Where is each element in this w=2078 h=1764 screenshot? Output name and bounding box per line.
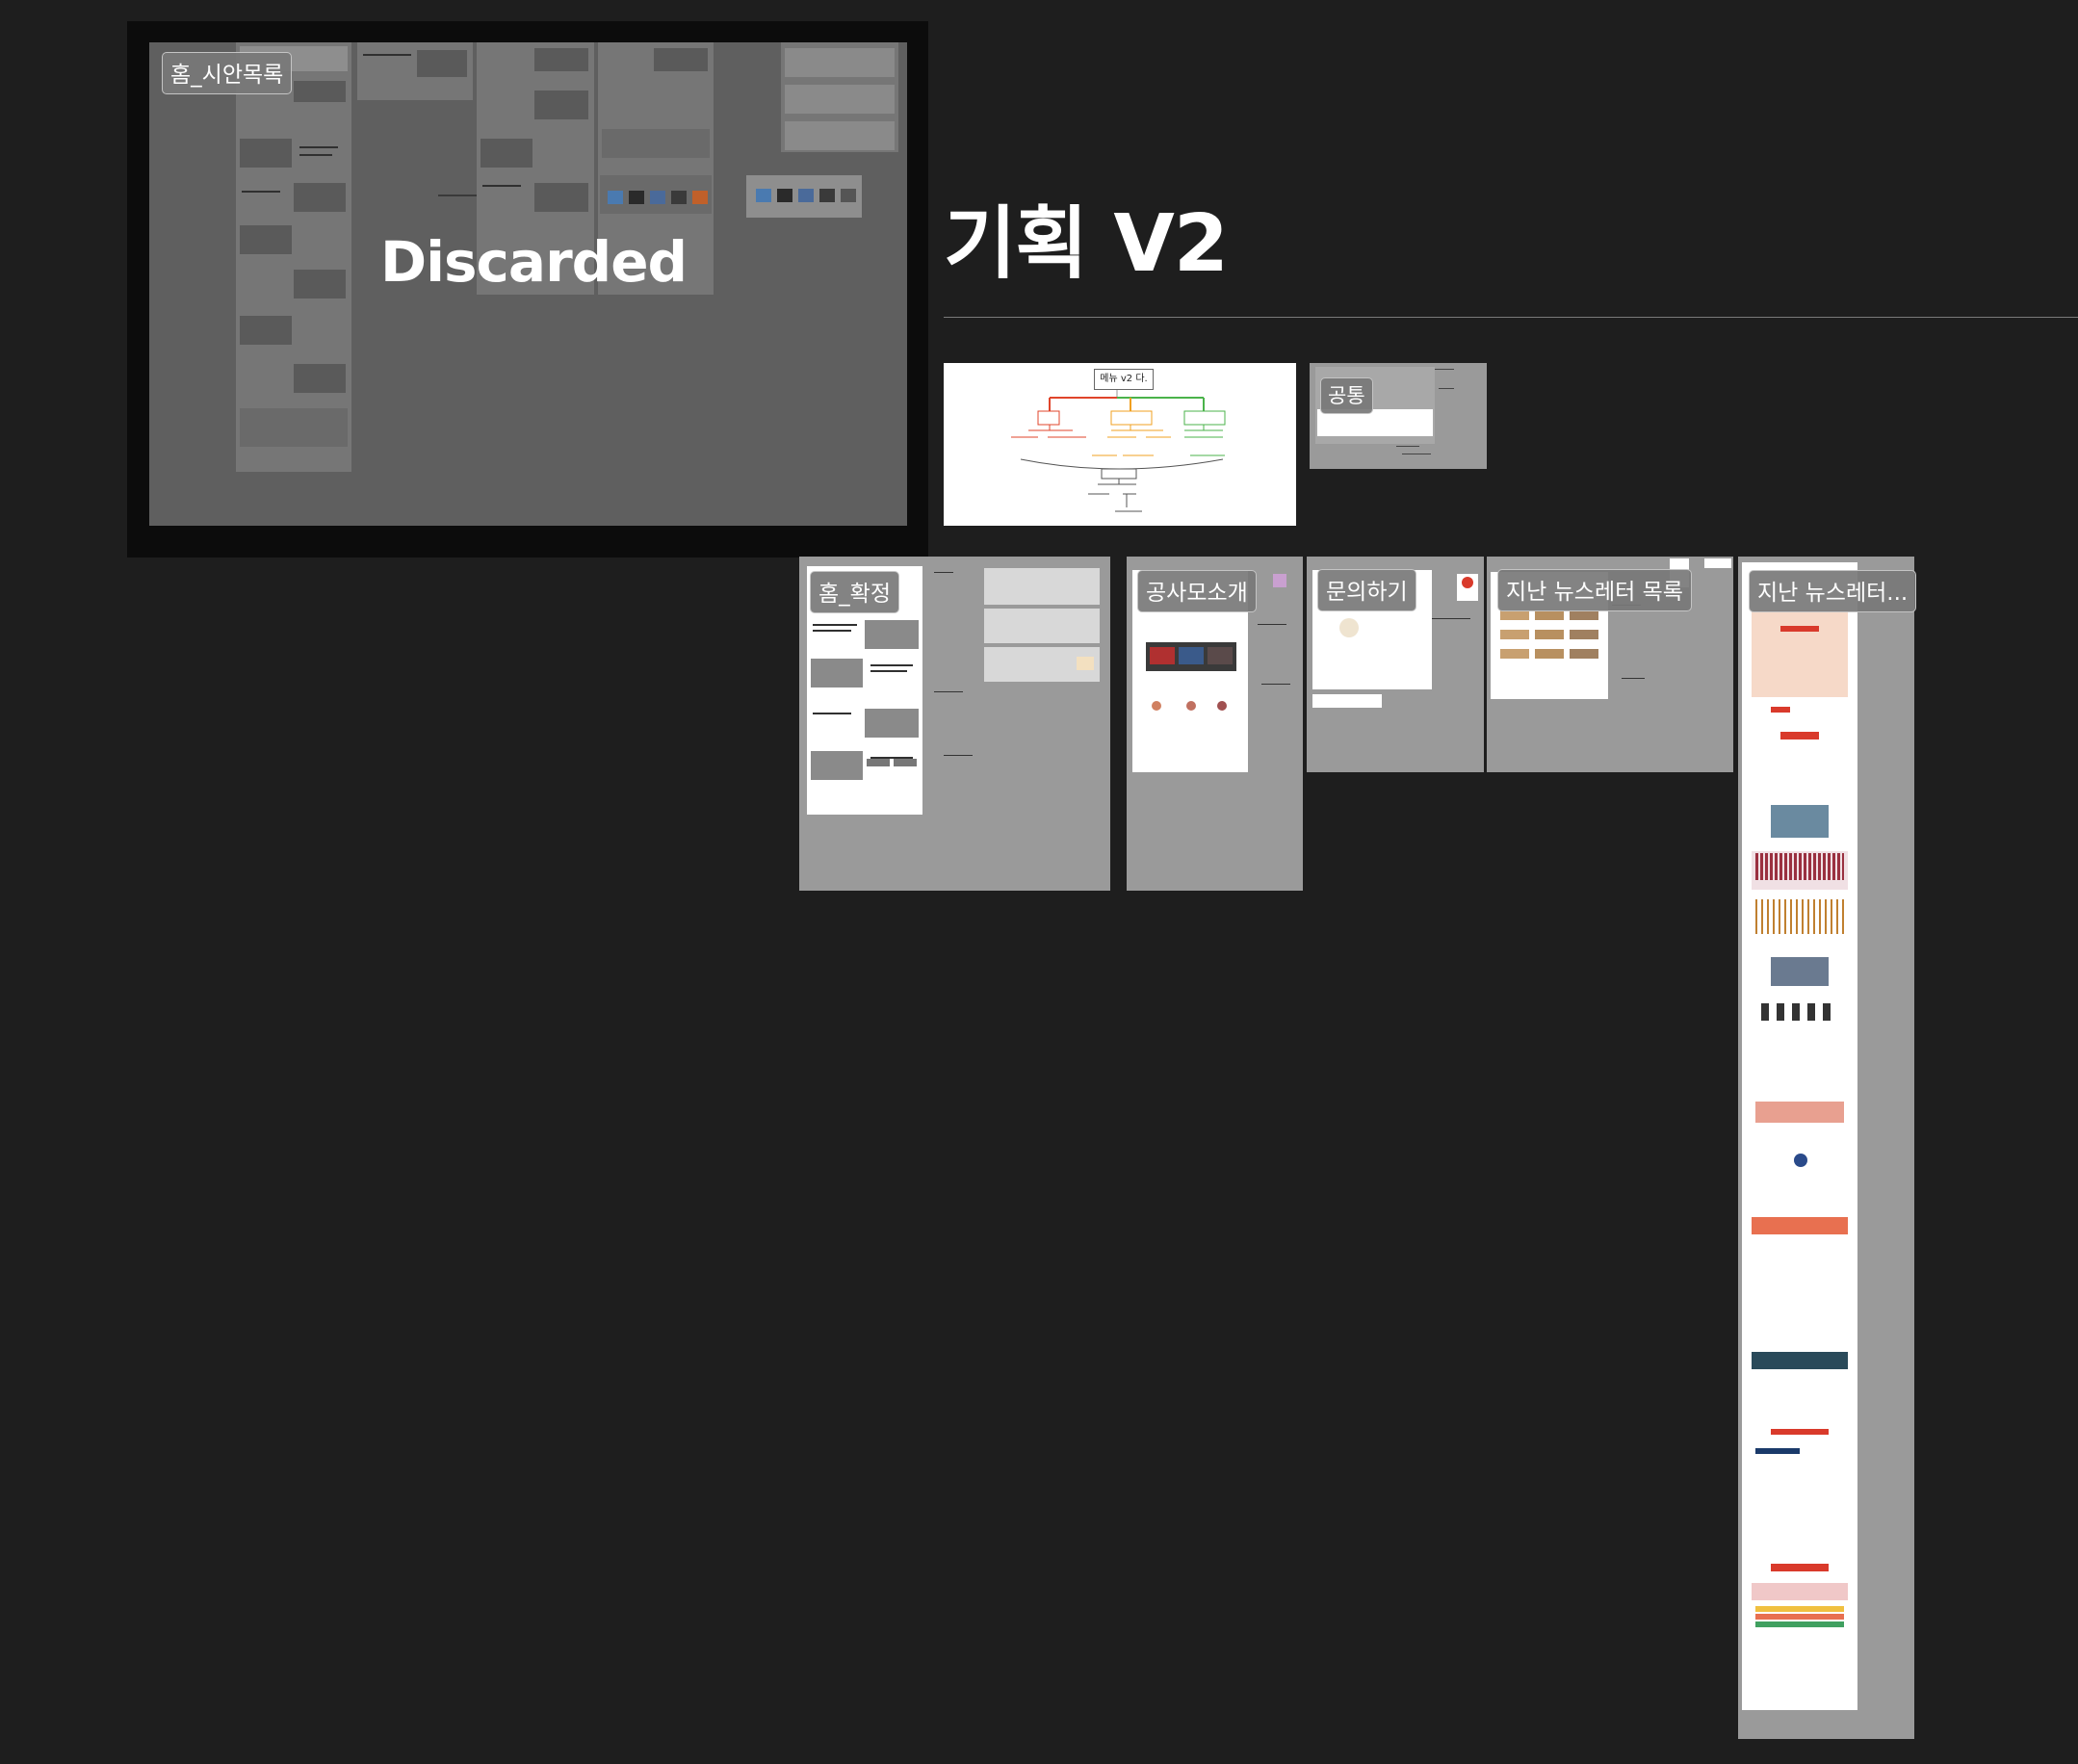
frame-newsletter-detail[interactable] (1738, 557, 1914, 1739)
label-common[interactable]: 공통 (1320, 377, 1373, 414)
mindmap-root: 메뉴 v2 다. (1094, 369, 1154, 390)
draft-gallery[interactable] (746, 175, 862, 218)
mindmap-diagram (1011, 390, 1226, 512)
discarded-overlay-text: Discarded (380, 229, 688, 295)
label-home-final[interactable]: 홈_확정 (810, 571, 899, 613)
label-inquiry[interactable]: 문의하기 (1317, 569, 1416, 611)
label-newsletter-detail[interactable]: 지난 뉴스레터... (1749, 570, 1917, 612)
title-divider (944, 317, 2078, 318)
draft-page-5[interactable] (781, 42, 898, 152)
draft-page-3[interactable] (477, 42, 594, 295)
menu-mindmap-frame[interactable]: 메뉴 v2 다. (944, 363, 1296, 526)
draft-page-1[interactable] (236, 42, 351, 472)
newsletter-page (1742, 562, 1857, 1710)
page-title: 기획 V2 (944, 198, 1229, 290)
draft-page-2[interactable] (357, 42, 473, 100)
label-about[interactable]: 공사모소개 (1137, 570, 1257, 612)
discarded-canvas (149, 42, 907, 526)
label-newsletter-list[interactable]: 지난 뉴스레터 목록 (1497, 569, 1692, 611)
draft-page-4[interactable] (598, 42, 714, 295)
label-home-drafts[interactable]: 홈_시안목록 (162, 52, 293, 94)
